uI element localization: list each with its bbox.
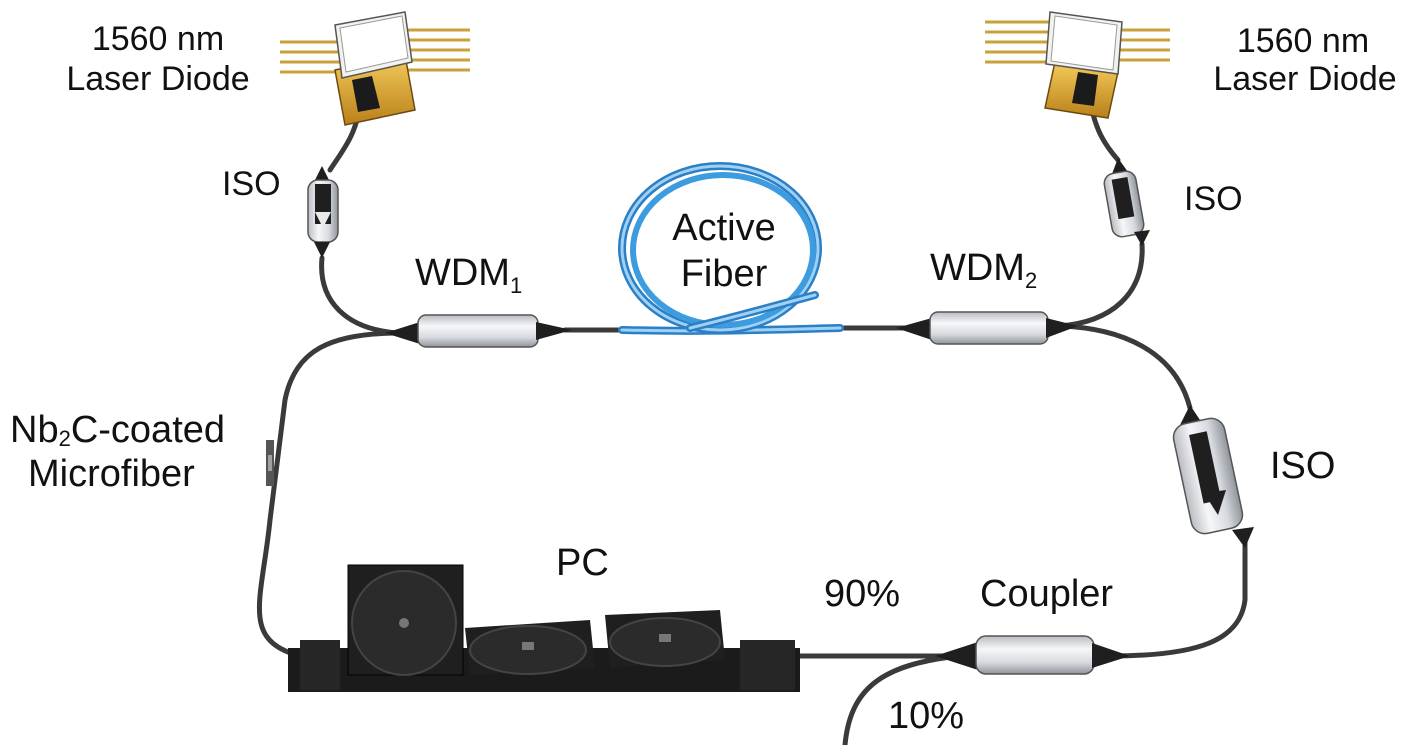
iso-right-top-component — [1103, 158, 1150, 246]
fiber-iso-to-wdm2 — [1057, 323, 1193, 411]
wdm1-component — [385, 314, 572, 348]
microfiber-label-sub: 2 — [59, 426, 71, 451]
fiber-left-segment — [257, 330, 403, 659]
fiber-pump-left — [319, 255, 403, 336]
wdm1-label: WDM1 — [415, 252, 522, 298]
wdm2-label-sub: 2 — [1025, 268, 1037, 293]
diagram-labels: 1560 nm Laser Diode 1560 nm Laser Diode … — [10, 20, 1397, 737]
active-fiber-label-line1: Active — [672, 207, 775, 249]
active-fiber-label-line2: Fiber — [681, 253, 768, 295]
wdm1-label-main: WDM — [415, 252, 510, 294]
microfiber-label-line2: Microfiber — [28, 453, 195, 495]
pct-90-label: 90% — [824, 573, 900, 615]
laser-right-label-line2: Laser Diode — [1213, 60, 1396, 98]
coupler-label: Coupler — [980, 573, 1113, 615]
microfiber-label-nb: Nb — [10, 409, 59, 451]
iso-left-component — [307, 166, 339, 258]
iso-left-label: ISO — [222, 165, 281, 203]
laser-left-label-line2: Laser Diode — [66, 60, 249, 98]
iso-right-top-label: ISO — [1184, 180, 1243, 218]
microfiber-label-coated: C-coated — [71, 409, 225, 451]
laser-diode-right — [985, 11, 1170, 119]
laser-diode-left — [280, 11, 470, 126]
microfiber-label-line1: Nb2C-coated — [10, 409, 225, 451]
fiber-pump-right — [1057, 241, 1145, 329]
polarization-controller — [288, 564, 800, 692]
fiber-output-10 — [842, 653, 963, 745]
fiber-coupler-to-iso — [1107, 537, 1248, 659]
fiber-ring — [257, 97, 1248, 745]
wdm2-label-main: WDM — [930, 247, 1025, 289]
iso-right-label: ISO — [1270, 445, 1335, 487]
laser-left-label-line1: 1560 nm — [92, 20, 224, 58]
microfiber-section — [266, 440, 274, 486]
active-fiber-coil — [618, 162, 844, 335]
coupler-component — [935, 635, 1130, 675]
laser-right-label-line1: 1560 nm — [1237, 22, 1369, 60]
pct-10-label: 10% — [888, 695, 964, 737]
wdm2-label: WDM2 — [930, 247, 1037, 293]
wdm1-label-sub: 1 — [510, 273, 522, 298]
wdm2-component — [896, 311, 1078, 345]
iso-right-component — [1172, 405, 1254, 548]
pc-label: PC — [556, 542, 609, 584]
